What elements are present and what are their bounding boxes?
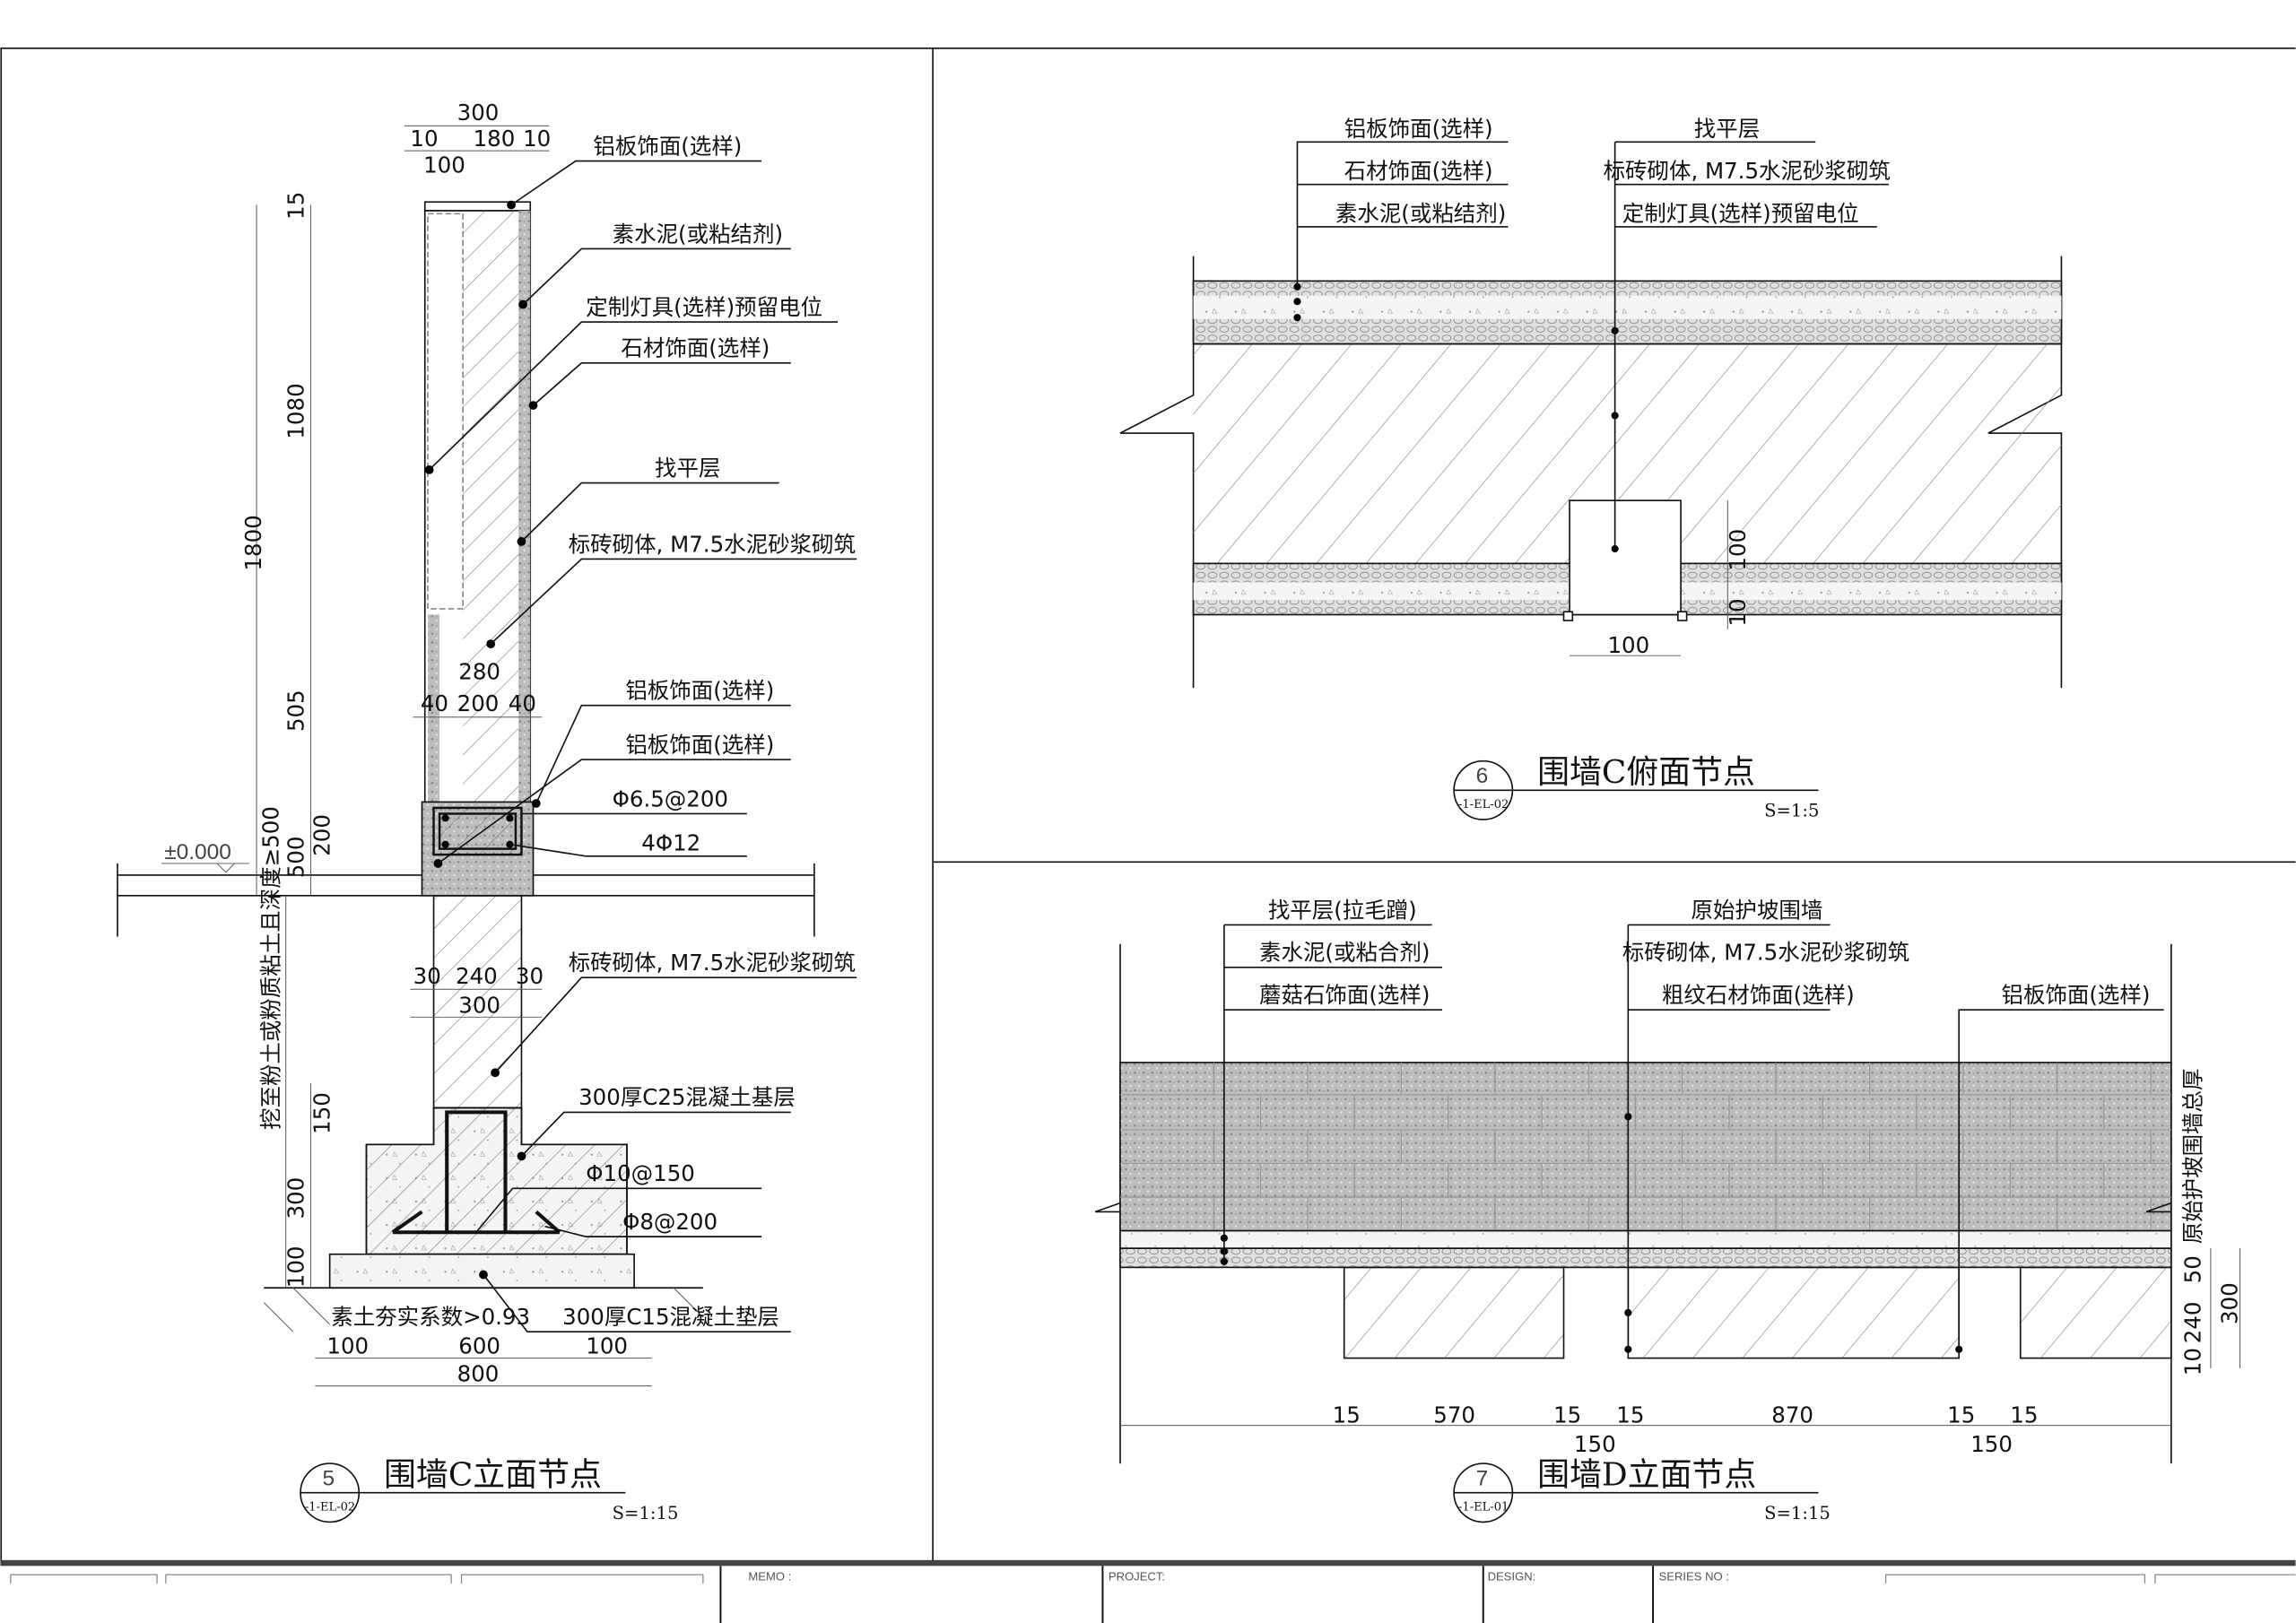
drawing-number: 5: [322, 1467, 335, 1491]
drawing-scale: S=1:5: [1764, 801, 1819, 821]
label: Φ8@200: [622, 1209, 718, 1235]
dimension: 300: [283, 1177, 309, 1219]
label: 素水泥(或粘合剂): [1259, 940, 1430, 966]
dimension: 40: [421, 690, 448, 716]
sheet-ref: -1-EL-01: [1458, 1500, 1509, 1514]
dimension: 300: [2216, 1282, 2242, 1324]
dimension: 505: [283, 690, 309, 732]
dimension: 100: [1725, 529, 1751, 571]
label: Φ6.5@200: [613, 785, 728, 812]
dimension: 15: [1947, 1402, 1975, 1428]
level-mark: ±0.000: [164, 840, 231, 864]
dimension: 10: [1725, 598, 1751, 626]
label: 找平层(拉毛蹭): [1268, 897, 1417, 923]
label: 石材饰面(选样): [1344, 158, 1493, 184]
label: 铝板饰面(选样): [2002, 982, 2151, 1008]
drawing-6-wall-c-plan: 铝板饰面(选样) 石材饰面(选样) 素水泥(或粘结剂) 找平层 标砖砌体, M7…: [1119, 116, 2063, 821]
label: 石材饰面(选样): [621, 335, 770, 361]
label: 4Φ12: [641, 829, 700, 855]
dimension: 150: [309, 1092, 335, 1134]
dimension: 870: [1771, 1402, 1813, 1428]
dimension: 50: [2179, 1255, 2205, 1283]
dimension: 100: [586, 1333, 628, 1359]
label: 标砖砌体, M7.5水泥砂浆砌筑: [569, 531, 856, 557]
drawing-number: 6: [1476, 764, 1489, 788]
dimension: 15: [1616, 1402, 1644, 1428]
dimension: 15: [283, 192, 309, 220]
label: 300厚C25混凝土基层: [578, 1084, 796, 1110]
dimension: 200: [309, 814, 335, 856]
dimension: 800: [457, 1361, 500, 1387]
dimension: 15: [2010, 1402, 2038, 1428]
memo-label: MEMO :: [748, 1570, 791, 1584]
label: 300厚C15混凝土垫层: [562, 1304, 779, 1330]
dimension: 100: [1607, 632, 1649, 658]
dimension: 1800: [240, 515, 266, 570]
dimension: 300: [458, 992, 500, 1018]
title-5: 5 -1-EL-02 围墙C立面节点 S=1:15: [300, 1457, 679, 1523]
label: 素土夯实系数>0.93: [331, 1304, 530, 1330]
dimension: 240: [456, 963, 498, 989]
dimension: 240: [2179, 1302, 2205, 1344]
title-block: MEMO : PROJECT: DESIGN: SERIES NO :: [10, 1566, 2296, 1623]
label: 找平层: [1694, 116, 1760, 142]
drawing-7-wall-d-elevation: 找平层(拉毛蹭) 素水泥(或粘合剂) 蘑菇石饰面(选样) 原始护坡围墙 标砖砌体…: [1094, 897, 2242, 1523]
drawing-scale: S=1:15: [613, 1503, 679, 1523]
label: 标砖砌体, M7.5水泥砂浆砌筑: [1604, 158, 1891, 184]
drawing-number: 7: [1476, 1467, 1489, 1491]
dimension: 100: [326, 1333, 369, 1359]
drawing-5-wall-c-elevation: 铝板饰面(选样) 素水泥(或粘结剂) 定制灯具(选样)预留电位 石材饰面(选样)…: [117, 100, 857, 1523]
project-label: PROJECT:: [1109, 1570, 1165, 1584]
dimension: 300: [457, 100, 500, 126]
dimension: 30: [516, 963, 544, 989]
dimension: 100: [423, 152, 465, 178]
leaders-5: [424, 160, 857, 1333]
design-label: DESIGN:: [1488, 1570, 1536, 1584]
dimension: 180: [474, 126, 516, 152]
dimension: 40: [509, 690, 536, 716]
sheet-frame: [0, 48, 2296, 1567]
drawing-title: 围墙C俯面节点: [1537, 754, 1755, 791]
label: 素水泥(或粘结剂): [1335, 200, 1506, 226]
label: 原始护坡围墙: [1692, 897, 1823, 923]
drawing-title: 围墙D立面节点: [1537, 1457, 1756, 1494]
label: 标砖砌体, M7.5水泥砂浆砌筑: [1622, 940, 1909, 966]
dimension: 200: [457, 690, 500, 716]
dimension: 150: [1970, 1431, 2013, 1457]
dimension: 30: [413, 963, 441, 989]
dimension: 280: [458, 658, 500, 684]
label: Φ10@150: [586, 1160, 695, 1186]
dimension: 150: [1574, 1431, 1616, 1457]
title-7: 7 -1-EL-01 围墙D立面节点 S=1:15: [1453, 1457, 1831, 1523]
label: 蘑菇石饰面(选样): [1259, 982, 1430, 1008]
series-label: SERIES NO :: [1659, 1570, 1729, 1584]
dimension: 600: [458, 1333, 500, 1359]
dimension: 10: [2179, 1348, 2205, 1376]
dimension: 100: [283, 1246, 309, 1289]
label: 粗纹石材饰面(选样): [1662, 982, 1855, 1008]
title-6: 6 -1-EL-02 围墙C俯面节点 S=1:5: [1453, 754, 1819, 821]
label: 铝板饰面(选样): [625, 678, 774, 704]
label: 找平层: [655, 455, 720, 481]
label: 标砖砌体, M7.5水泥砂浆砌筑: [569, 950, 856, 976]
dimension: 15: [1333, 1402, 1361, 1428]
dimension: 15: [1553, 1402, 1581, 1428]
dimension: 570: [1433, 1402, 1475, 1428]
side-note: 原始护坡围墙总厚: [2179, 1069, 2205, 1245]
label: 铝板饰面(选样): [593, 133, 742, 159]
label: 定制灯具(选样)预留电位: [586, 294, 822, 320]
drawing-title: 围墙C立面节点: [384, 1457, 602, 1494]
label: 素水泥(或粘结剂): [613, 221, 783, 247]
label: 铝板饰面(选样): [1344, 116, 1493, 142]
label: 铝板饰面(选样): [625, 732, 774, 758]
side-note: 挖至粉土或粉质粘土且深度≥500: [258, 806, 284, 1130]
dimension: 500: [283, 837, 309, 879]
sheet-ref: -1-EL-02: [305, 1500, 355, 1514]
drawing-scale: S=1:15: [1764, 1503, 1831, 1523]
dimension: 10: [523, 126, 551, 152]
dimension: 1080: [283, 383, 309, 438]
dimension: 10: [410, 126, 438, 152]
sheet-ref: -1-EL-02: [1458, 798, 1509, 812]
label: 定制灯具(选样)预留电位: [1622, 200, 1859, 226]
